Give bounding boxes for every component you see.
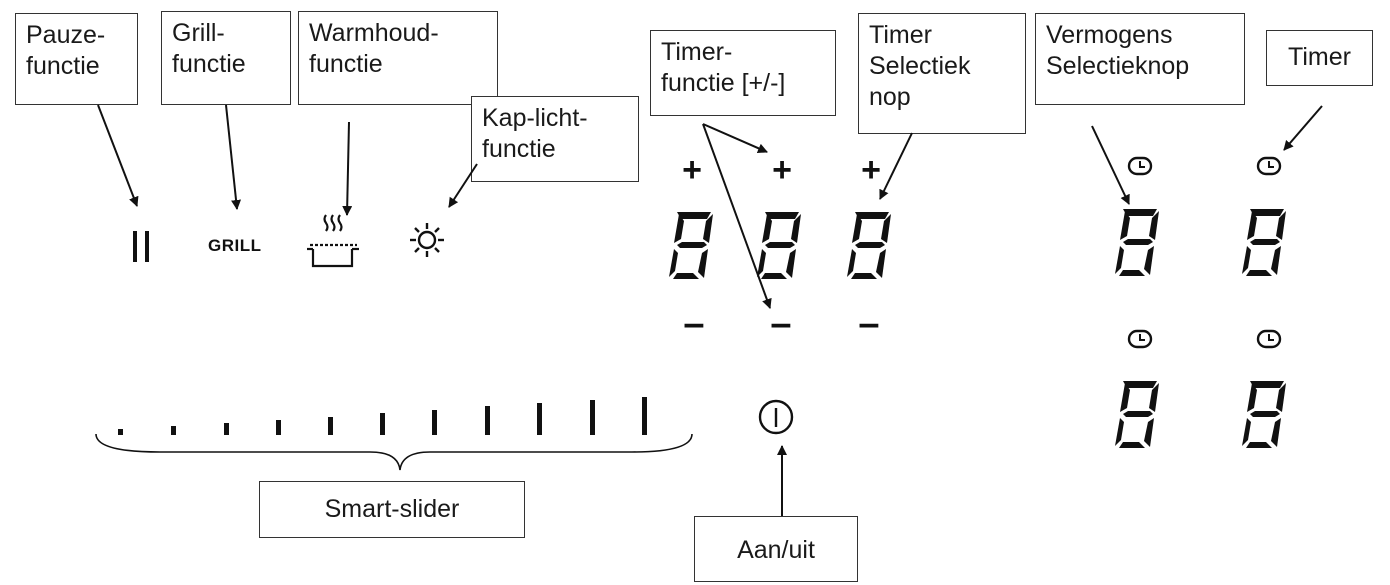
minus-icon: – [683, 303, 704, 345]
callout-timer-selectieknop: Timer Selectiek nop [858, 13, 1026, 134]
callout-pauzefunctie: Pauze- functie [15, 13, 138, 105]
callout-kaplichtfunctie-text: Kap-licht- functie [482, 104, 588, 163]
plus-key-2[interactable]: + [772, 151, 792, 189]
callout-timerfunctie-text: Timer- functie [+/-] [661, 38, 786, 97]
seven-segment-display [1242, 209, 1286, 276]
arrow-timer [1283, 105, 1323, 151]
seven-segment-display [1242, 381, 1286, 448]
slider-step [642, 397, 647, 435]
arrow-warmhoud [342, 121, 353, 216]
clock-icon [1256, 329, 1282, 349]
grill-key-label: GRILL [208, 236, 262, 255]
arrow-timerfunctie-minus [702, 123, 772, 309]
callout-arrows [97, 104, 1323, 516]
callout-warmhoudfunctie-text: Warmhoud- functie [309, 19, 439, 78]
callout-timer-selectieknop-text: Timer Selectiek nop [869, 21, 971, 111]
plus-icon: + [682, 151, 702, 189]
minus-icon: – [858, 303, 879, 345]
slider-brace [95, 433, 693, 471]
callout-vermogens-selectieknop: Vermogens Selectieknop [1035, 13, 1245, 105]
power-button[interactable] [758, 399, 794, 435]
arrow-grill [225, 104, 242, 210]
callout-timer-text: Timer [1288, 43, 1351, 71]
slider-step [537, 403, 542, 435]
callout-aan-uit-text: Aan/uit [737, 536, 815, 564]
slider-step [224, 423, 229, 435]
keep-warm-key[interactable] [307, 214, 359, 268]
slider-step [276, 420, 281, 435]
smart-slider[interactable] [118, 397, 647, 435]
callout-timer: Timer [1266, 30, 1373, 86]
plus-key-1[interactable]: + [682, 151, 702, 189]
clock-icon [1127, 329, 1153, 349]
grill-key[interactable]: GRILL [208, 236, 262, 256]
minus-key-2[interactable]: – [770, 303, 791, 345]
callout-kaplichtfunctie: Kap-licht- functie [471, 96, 639, 182]
callout-timerfunctie: Timer- functie [+/-] [650, 30, 836, 116]
seven-segment-display [847, 212, 891, 279]
callout-vermogens-selectieknop-text: Vermogens Selectieknop [1046, 21, 1190, 80]
minus-key-3[interactable]: – [858, 303, 879, 345]
hood-light-key[interactable] [410, 223, 444, 257]
slider-step [328, 417, 333, 435]
slider-step [171, 426, 176, 435]
minus-key-1[interactable]: – [683, 303, 704, 345]
callout-pauzefunctie-text: Pauze- functie [26, 21, 106, 80]
minus-icon: – [770, 303, 791, 345]
arrow-timer-selectieknop [879, 132, 913, 200]
arrow-vermogens [1091, 125, 1130, 205]
clock-icon [1127, 156, 1153, 176]
pause-icon [133, 231, 137, 262]
seven-segment-display [669, 212, 713, 279]
plus-icon: + [861, 151, 881, 189]
seven-segment-display [757, 212, 801, 279]
callout-warmhoudfunctie: Warmhoud- functie [298, 11, 498, 105]
sun-light-icon [410, 223, 444, 257]
slider-step [590, 400, 595, 435]
plus-key-3[interactable]: + [861, 151, 881, 189]
callout-grillfunctie-text: Grill- functie [172, 19, 246, 78]
power-icon [758, 399, 794, 435]
keep-warm-pot-icon [307, 214, 359, 268]
plus-icon: + [772, 151, 792, 189]
pause-icon-bar2 [145, 231, 149, 262]
callout-smart-slider-text: Smart-slider [324, 495, 460, 523]
arrow-timerfunctie-plus [702, 123, 768, 153]
slider-step [485, 406, 490, 435]
callout-aan-uit: Aan/uit [694, 516, 858, 582]
clock-icon [1256, 156, 1282, 176]
slider-step [380, 413, 385, 435]
arrow-pauze [97, 104, 139, 207]
callout-smart-slider: Smart-slider [259, 481, 525, 538]
callout-grillfunctie: Grill- functie [161, 11, 291, 105]
pause-key[interactable] [133, 231, 149, 262]
arrow-kaplicht [448, 163, 478, 208]
seven-segment-display [1115, 209, 1159, 276]
slider-step [118, 429, 123, 435]
slider-step [432, 410, 437, 435]
seven-segment-display [1115, 381, 1159, 448]
